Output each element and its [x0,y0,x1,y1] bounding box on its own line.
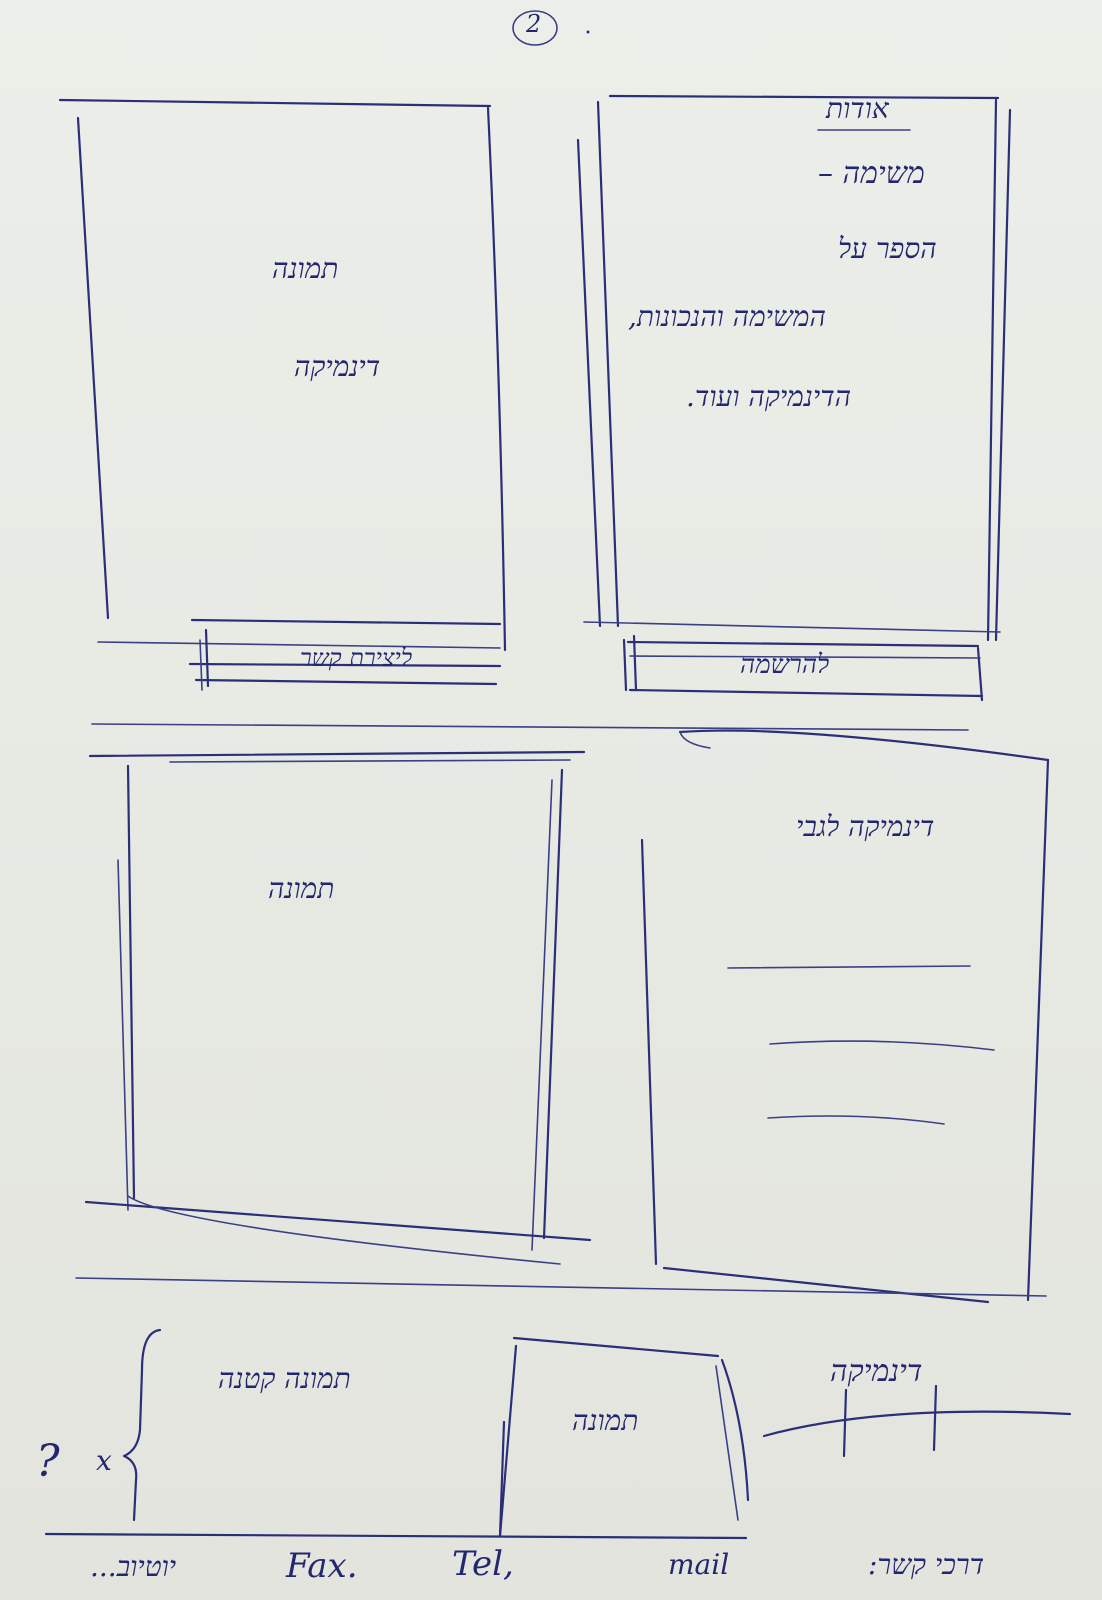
register-button[interactable]: להרשמה [740,650,830,680]
about-line-2: הספר על [838,232,937,265]
contact-tel[interactable]: Tel, [452,1544,514,1584]
panel-top-right-frame [576,94,1012,702]
panel-mid-left-frame [84,750,592,1265]
footer-dynamics-label: דינמיקה [830,1354,923,1389]
divider-1 [91,723,969,731]
about-heading: אודות [826,92,889,125]
page-number: 2 [526,10,542,38]
image-placeholder-label: תמונה [272,252,339,285]
panel-mid-right-frame [640,729,1050,1304]
panel-top-left-frame [58,98,507,691]
about-line-3: המשימה והנכונות, [628,300,826,333]
contact-button[interactable]: ליצירת קשר [300,644,413,672]
contact-methods-label: דרכי קשר: [868,1548,985,1581]
contact-fax[interactable]: Fax. [286,1546,358,1586]
dynamics-caption: דינמיקה [294,350,381,383]
page-number-circle [512,10,558,46]
contact-mail[interactable]: mail [668,1548,730,1581]
footer-image-label: תמונה [572,1404,639,1437]
divider-2 [75,1277,1047,1297]
about-line-4: הדינמיקה ועוד. [686,380,852,413]
about-line-1: משימה – [818,156,925,191]
question-mark: ? [36,1436,60,1487]
small-image-text: תמונה קטנה [218,1362,351,1395]
footer-row-frame [44,1328,1072,1540]
dynamics-about-heading: דינמיקה לגבי [796,810,935,843]
x-mark: x [96,1444,112,1477]
contact-youtube[interactable]: יוטיוב... [90,1550,177,1583]
image-placeholder-label-2: תמונה [268,872,335,905]
